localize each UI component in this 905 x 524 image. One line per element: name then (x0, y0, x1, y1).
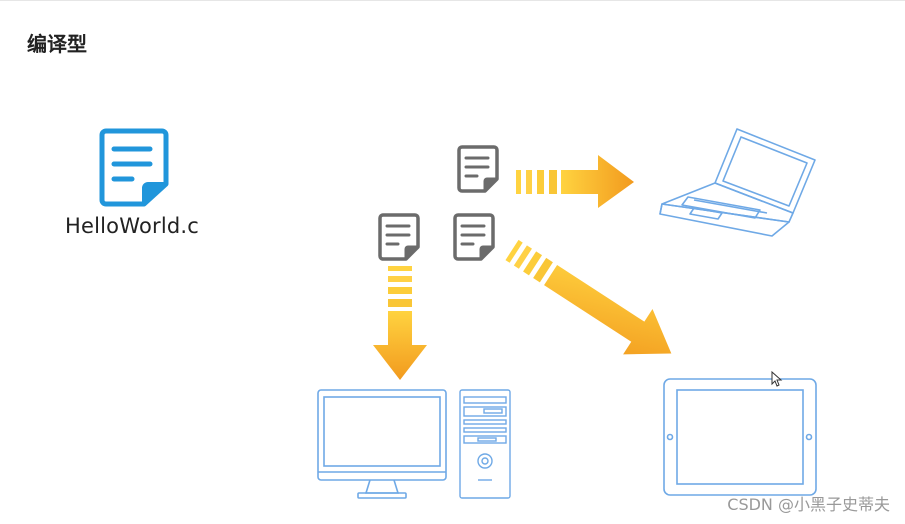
source-document-icon (99, 128, 169, 207)
laptop-icon (659, 128, 816, 237)
desktop-tower-icon (459, 389, 511, 499)
arrow-to-laptop (516, 155, 634, 208)
page-title: 编译型 (27, 32, 87, 56)
tablet-icon (663, 378, 817, 496)
compiled-file-icon-tablet (453, 213, 495, 261)
mouse-cursor-icon (771, 370, 783, 387)
compiled-file-icon-desktop (378, 213, 420, 261)
top-divider (0, 0, 905, 1)
desktop-monitor-icon (317, 389, 447, 499)
arrow-to-tablet (505, 239, 672, 355)
source-file-label: HelloWorld.c (65, 214, 200, 238)
compiled-file-icon-laptop (457, 145, 499, 193)
arrow-to-desktop (373, 266, 427, 380)
watermark: CSDN @小黑子史蒂夫 (727, 495, 890, 514)
